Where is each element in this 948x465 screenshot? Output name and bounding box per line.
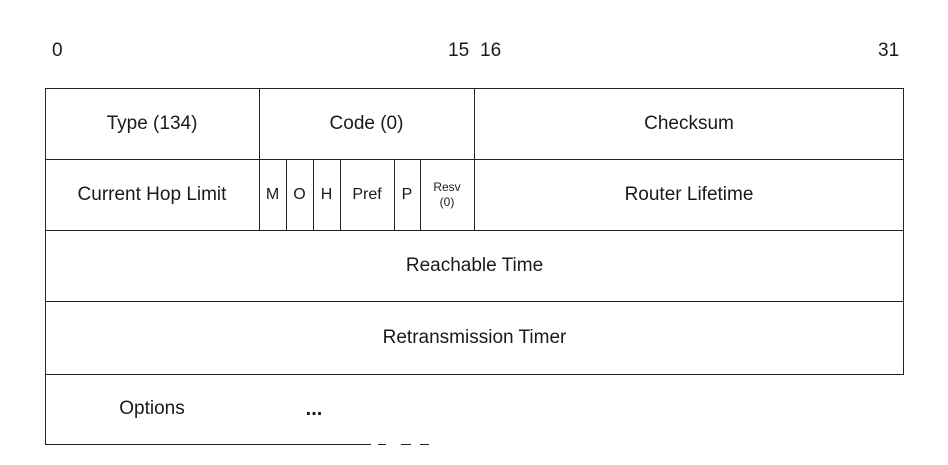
row-divider-4 [45,374,904,375]
bit-31-label: 31 [878,40,900,61]
bit-0-label: 0 [52,40,63,61]
reachable-time-field: Reachable Time [405,254,544,276]
bottom-border-dash-1 [378,444,386,445]
current-hop-limit-field: Current Hop Limit [77,183,227,205]
bottom-border-dash-3 [420,444,429,445]
type-field: Type (134) [106,112,198,134]
flag-m-field: M [265,185,280,203]
left-border [45,88,46,445]
reserved-field: Resv (0) [420,159,474,230]
bottom-border-dash-2 [401,444,411,445]
router-lifetime-field: Router Lifetime [624,183,754,205]
flag-o-field: O [293,185,306,203]
divider-flag-p [420,159,421,231]
pref-field: Pref [352,185,382,203]
divider-flag-m [286,159,287,231]
retransmission-timer-field: Retransmission Timer [382,326,567,348]
bottom-border-solid [45,444,371,445]
divider-bit16 [474,88,475,231]
divider-flag-o [313,159,314,231]
divider-bit8 [259,88,260,231]
flag-h-field: H [320,185,333,203]
code-field: Code (0) [329,112,404,134]
router-advertisement-packet-diagram: Type (134) Code (0) Checksum Current Hop… [45,88,904,445]
reserved-label: Resv [433,179,461,194]
row-divider-3 [45,301,904,302]
options-ellipsis: ... [305,397,323,420]
divider-pref [394,159,395,231]
bit-15-label: 15 [448,40,470,61]
right-border [903,88,904,375]
options-field: Options [119,398,185,419]
checksum-field: Checksum [644,112,734,134]
flag-p-field: P [401,185,413,203]
bit-16-label: 16 [480,40,502,61]
divider-flag-h [340,159,341,231]
reserved-value: (0) [439,194,455,209]
